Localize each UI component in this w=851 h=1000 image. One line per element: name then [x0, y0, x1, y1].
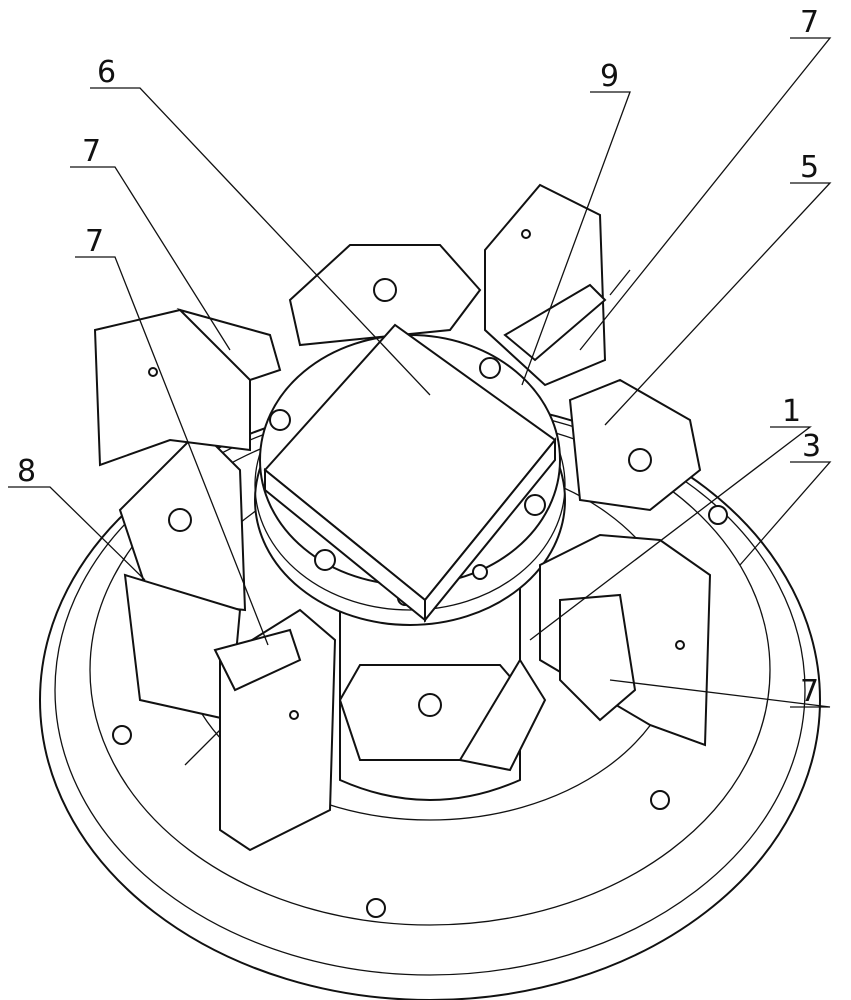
label-3: 3	[802, 432, 821, 462]
label-7-top-right: 7	[800, 8, 819, 38]
label-6: 6	[97, 58, 116, 88]
label-7-right-lower: 7	[800, 677, 819, 707]
label-5: 5	[800, 153, 819, 183]
label-9: 9	[600, 62, 619, 92]
label-8: 8	[17, 457, 36, 487]
label-7-left-upper: 7	[82, 137, 101, 167]
label-7-left-lower: 7	[85, 227, 104, 257]
label-1: 1	[782, 397, 801, 427]
side-block-top-right	[485, 185, 605, 385]
